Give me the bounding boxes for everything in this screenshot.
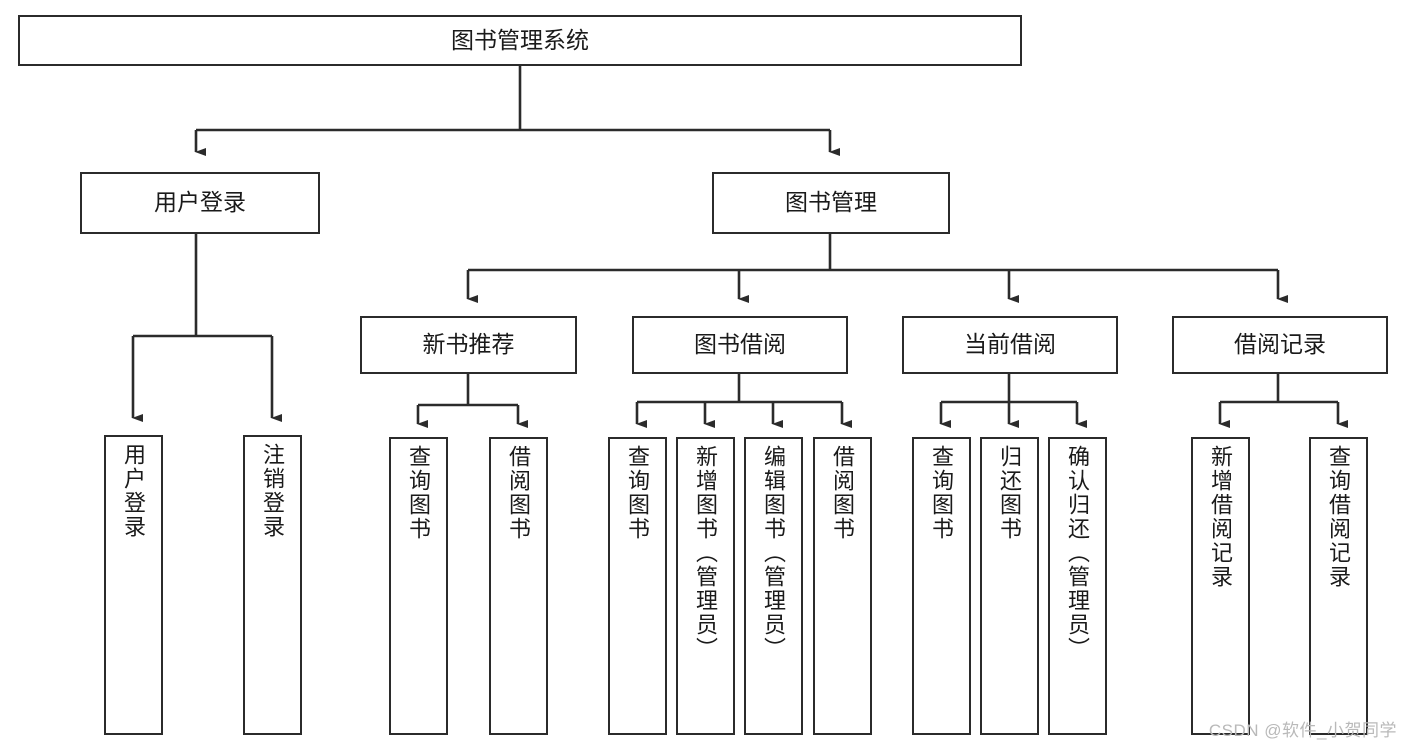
leaf-current-borrow-return-book[interactable]: 归还图书 [980,437,1039,735]
node-label: 归还图书 [997,445,1023,541]
node-book-management[interactable]: 图书管理 [712,172,950,234]
node-label: 图书管理系统 [451,26,589,53]
leaf-new-book-query-book[interactable]: 查询图书 [389,437,448,735]
leaf-borrow-record-query-record[interactable]: 查询借阅记录 [1309,437,1368,735]
node-label: 当前借阅 [964,331,1056,358]
node-label: 查询图书 [929,445,955,541]
leaf-new-book-borrow-book[interactable]: 借阅图书 [489,437,548,735]
leaf-book-borrow-add-book-admin[interactable]: 新增图书（管理员） [676,437,735,735]
node-label: 注销登录 [260,443,286,539]
node-new-book-recommend[interactable]: 新书推荐 [360,316,577,374]
leaf-user-login-logout[interactable]: 注销登录 [243,435,302,735]
leaf-current-borrow-query-book[interactable]: 查询图书 [912,437,971,735]
csdn-watermark: CSDN @软件_小贺同学 [1208,721,1397,740]
node-label: 借阅图书 [506,445,532,541]
node-label: 新增借阅记录 [1208,445,1234,589]
leaf-current-borrow-confirm-return-admin[interactable]: 确认归还（管理员） [1048,437,1107,735]
leaf-book-borrow-query-book[interactable]: 查询图书 [608,437,667,735]
node-label: 借阅图书 [830,445,856,541]
node-root-book-management-system[interactable]: 图书管理系统 [18,15,1022,66]
node-label: 图书借阅 [694,331,786,358]
node-label: 确认归还（管理员） [1065,445,1091,661]
node-current-borrow[interactable]: 当前借阅 [902,316,1118,374]
leaf-user-login-login[interactable]: 用户登录 [104,435,163,735]
leaf-book-borrow-edit-book-admin[interactable]: 编辑图书（管理员） [744,437,803,735]
node-label: 图书管理 [785,189,877,216]
node-label: 查询图书 [406,445,432,541]
node-label: 用户登录 [154,189,246,216]
node-label: 编辑图书（管理员） [761,445,787,661]
node-borrow-record[interactable]: 借阅记录 [1172,316,1388,374]
leaf-book-borrow-borrow-book[interactable]: 借阅图书 [813,437,872,735]
node-label: 用户登录 [121,443,147,539]
node-label: 查询借阅记录 [1326,445,1352,589]
node-label: 新增图书（管理员） [693,445,719,661]
node-user-login[interactable]: 用户登录 [80,172,320,234]
node-label: 借阅记录 [1234,331,1326,358]
node-label: 查询图书 [625,445,651,541]
node-label: 新书推荐 [422,331,515,358]
leaf-borrow-record-add-record[interactable]: 新增借阅记录 [1191,437,1250,735]
node-book-borrow[interactable]: 图书借阅 [632,316,848,374]
